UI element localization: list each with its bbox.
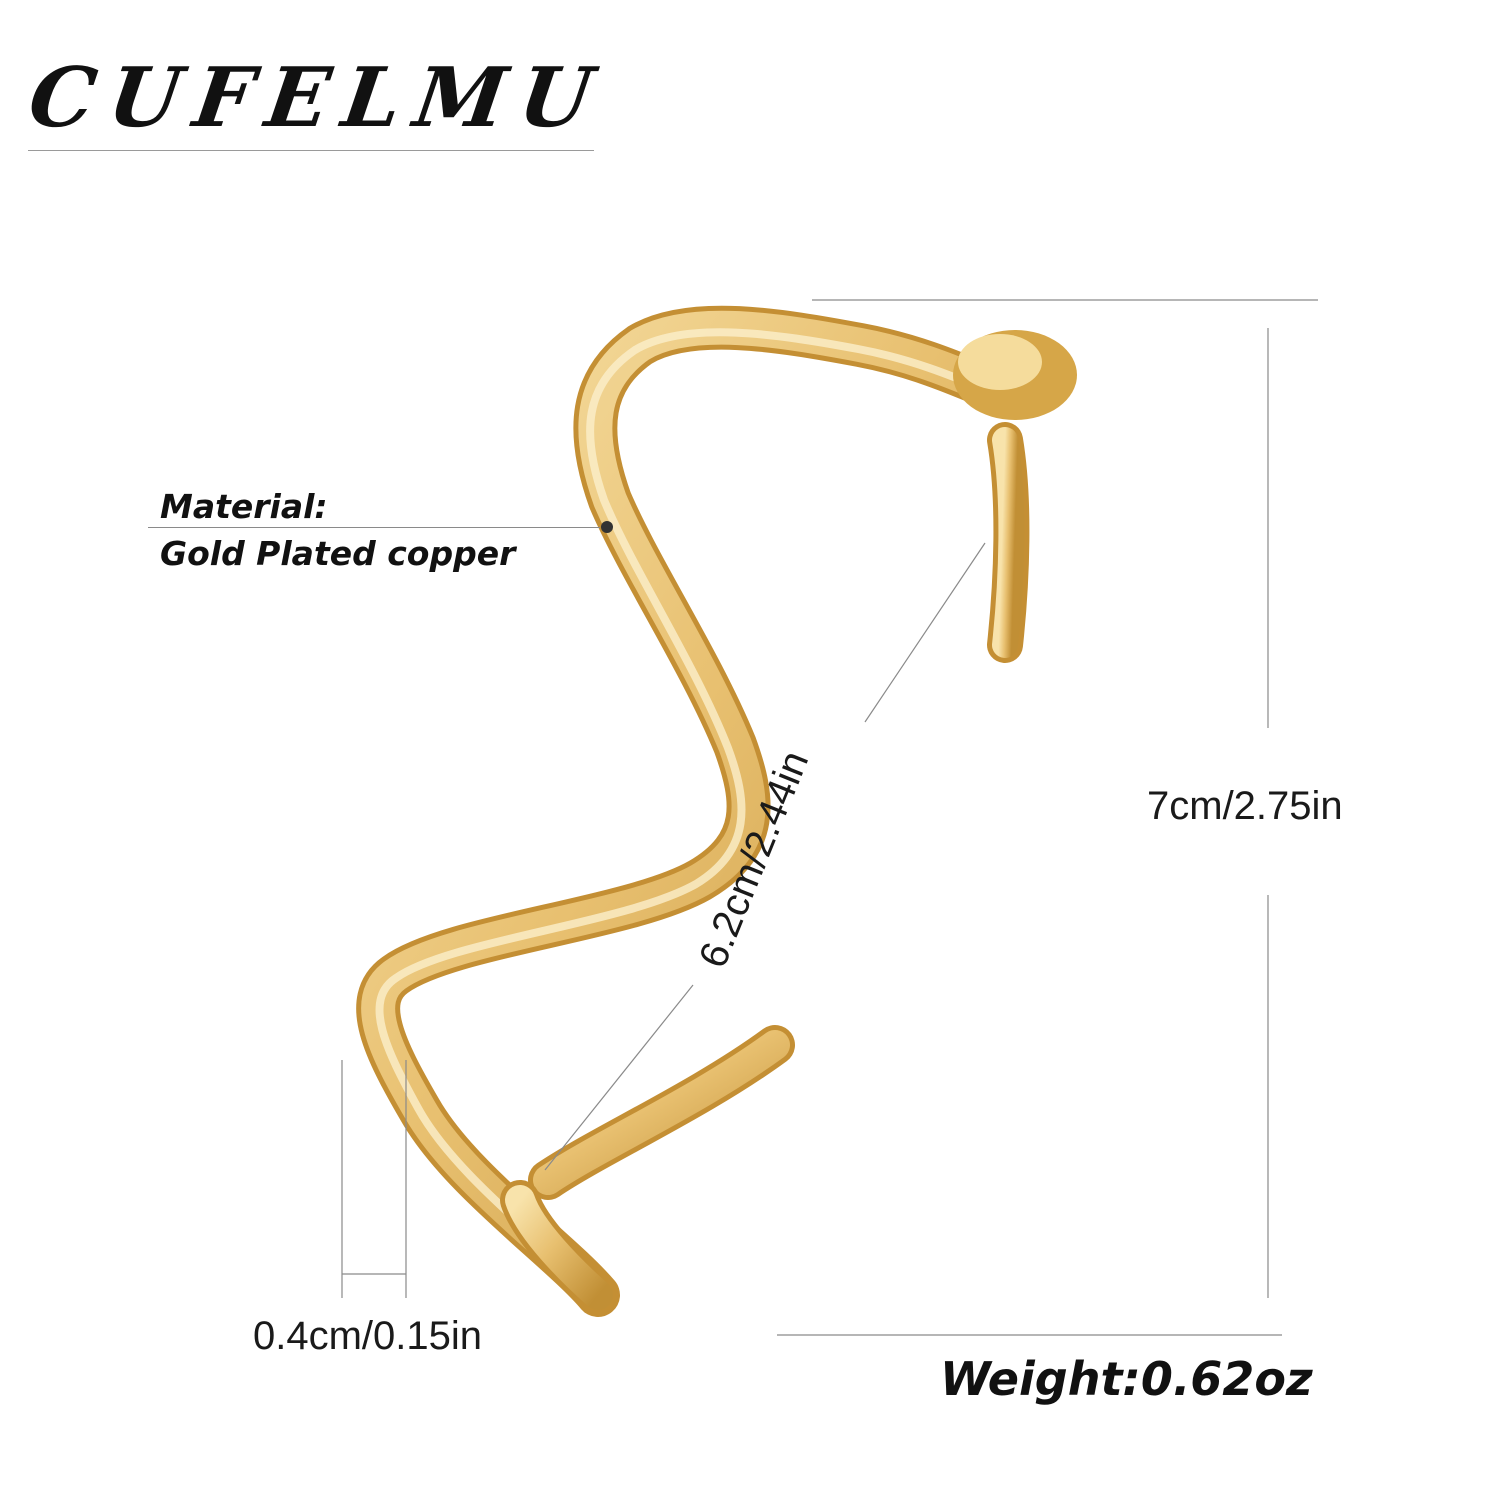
material-label: Material: <box>160 487 328 526</box>
material-pointer-line <box>148 527 600 528</box>
weight-label: Weight:0.62oz <box>940 1352 1313 1406</box>
brand-underline <box>28 150 594 151</box>
material-callout: Material: Gold Plated copper <box>160 483 515 577</box>
bracelet <box>356 305 1077 1317</box>
dimension-guides <box>341 299 1318 1336</box>
material-value: Gold Plated copper <box>160 534 516 573</box>
height-dimension: 7cm/2.75in <box>1147 784 1343 828</box>
thickness-dimension: 0.4cm/0.15in <box>253 1314 483 1358</box>
material-pointer-dot <box>601 521 613 533</box>
